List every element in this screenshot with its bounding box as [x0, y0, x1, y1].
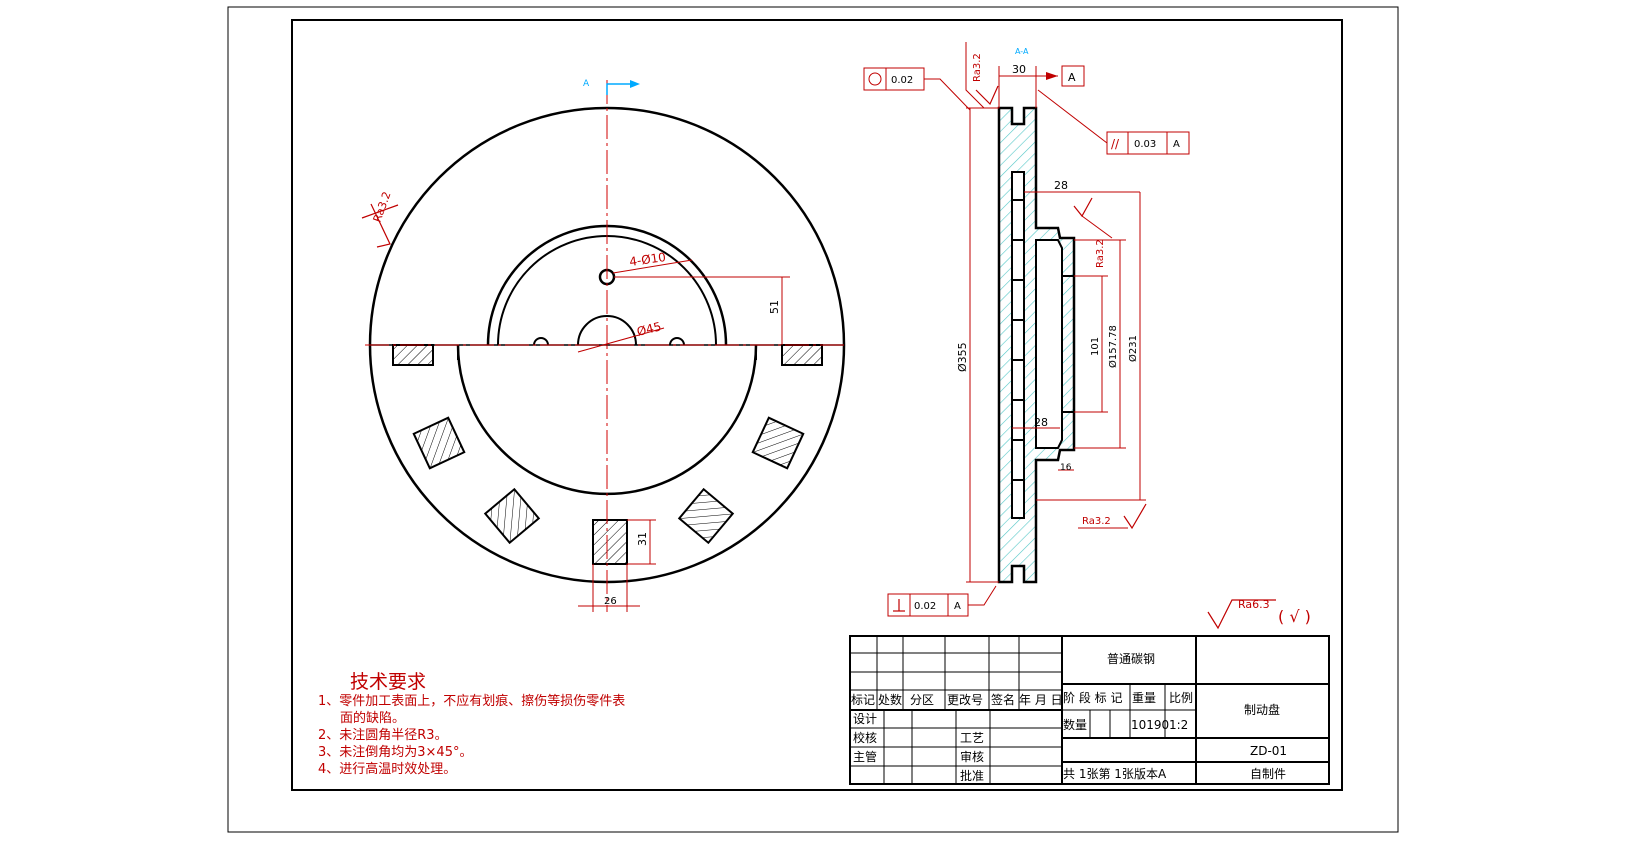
roughness-top-label: Ra3.2	[972, 53, 983, 82]
dim-30-arrow	[1046, 72, 1058, 80]
side-view: A-A 30 A Ra3.2	[863, 42, 1311, 630]
tb-version: 版本A	[1134, 767, 1167, 781]
vent-bottom	[592, 519, 628, 565]
tb-process: 工艺	[960, 731, 984, 745]
tech-item-4: 4、进行高温时效处理。	[318, 761, 456, 777]
title-block-text: 普通碳钢 标记 处数 分区 更改号 签名 年 月 日 设计 校核 主管 工艺 审…	[851, 652, 1287, 783]
section-marker-arrow	[606, 83, 630, 95]
dim-31: 31	[636, 532, 649, 546]
vent-rotated-3	[677, 487, 735, 545]
vent-rotated-1	[412, 416, 466, 470]
perpendicular-icon	[893, 599, 905, 612]
section-marker-label: A	[583, 79, 590, 89]
vent-right-half	[781, 344, 823, 366]
fcf-perp-datum: A	[954, 601, 961, 612]
vent-channel	[1011, 171, 1025, 519]
bolt-hole-right	[669, 337, 685, 346]
tb-part-name: 制动盘	[1244, 702, 1280, 717]
vent-left-half	[392, 344, 434, 366]
roughness-mid-label: Ra3.2	[1095, 239, 1106, 268]
center-bore	[577, 315, 637, 346]
tb-scale-header: 比例	[1169, 691, 1193, 705]
tb-design: 设计	[853, 712, 877, 726]
fcf-roundness-value: 0.02	[891, 75, 913, 86]
bore-leader	[577, 327, 665, 353]
tb-rev-date: 年 月 日	[1019, 693, 1063, 707]
tb-material: 普通碳钢	[1107, 652, 1155, 666]
dim-16: 16	[1060, 463, 1072, 473]
tb-approve: 批准	[960, 768, 984, 783]
front-view: A Ra3.2 4-Ø10 Ø45 51 31 26	[361, 79, 848, 612]
fcf-parallel-leader	[1037, 89, 1108, 144]
roughness-bottom-label: Ra3.2	[1082, 516, 1111, 527]
section-marker-arrowhead	[630, 80, 640, 88]
outer-border	[227, 6, 1399, 833]
roughness-top-leader	[965, 42, 985, 109]
fcf-roundness-leader	[924, 78, 971, 111]
roughness-front-label: Ra3.2	[371, 190, 394, 224]
dim-355: Ø355	[956, 342, 969, 372]
datum-box	[1061, 65, 1085, 87]
tb-scale-value: 1:2	[1169, 718, 1188, 732]
tb-qty: 数量	[1063, 717, 1087, 732]
tb-review: 审核	[960, 749, 984, 764]
inner-cavity	[1035, 239, 1063, 449]
roughness-top-symbol	[975, 85, 999, 106]
dim-26: 26	[604, 596, 617, 607]
fcf-parallel-datum: A	[1173, 139, 1180, 150]
roughness-mid-leader	[1081, 215, 1113, 239]
roughness-symbol-front: Ra3.2	[361, 190, 399, 248]
parallel-icon: //	[1111, 137, 1120, 151]
tb-stage-header: 阶 段 标 记	[1063, 690, 1122, 705]
roughness-mid-symbol	[1073, 197, 1093, 218]
title-block	[849, 635, 1330, 785]
dim-28-top: 28	[1054, 179, 1068, 192]
bore-dim: Ø45	[635, 319, 662, 339]
roundness-icon	[868, 72, 882, 86]
tech-item-1b: 面的缺陷。	[340, 710, 405, 726]
fcf-perp-value: 0.02	[914, 601, 936, 612]
tb-rev-count: 处数	[878, 692, 902, 707]
tb-drawing-no: ZD-01	[1250, 744, 1287, 758]
dim-30: 30	[1012, 63, 1026, 76]
dim-51: 51	[768, 300, 781, 314]
general-roughness-symbol	[1207, 599, 1276, 630]
tb-rev-mark: 标记	[851, 693, 875, 707]
tb-source: 自制件	[1250, 767, 1286, 781]
holes-note: 4-Ø10	[628, 250, 666, 269]
fcf-parallel-value: 0.03	[1134, 139, 1156, 150]
section-view-label: A-A	[1015, 47, 1029, 56]
roughness-bottom-symbol	[1123, 503, 1147, 530]
tb-weight-value: 10190	[1131, 718, 1169, 732]
tech-item-1: 1、零件加工表面上，不应有划痕、擦伤等损伤零件表	[318, 693, 625, 709]
vent-rotated-2	[483, 487, 541, 545]
tb-weight-header: 重量	[1132, 691, 1156, 705]
tech-requirements: 技术要求 1、零件加工表面上，不应有划痕、擦伤等损伤零件表 面的缺陷。 2、未注…	[318, 671, 625, 777]
tech-title: 技术要求	[350, 671, 426, 693]
vent-rotated-4	[751, 416, 805, 470]
dim-28-mid: 28	[1034, 416, 1048, 429]
tb-chief: 主管	[853, 749, 877, 764]
dim-101: 101	[1090, 337, 1101, 356]
datum-label: A	[1068, 71, 1076, 84]
dim-157: Ø157.78	[1107, 325, 1119, 368]
tb-rev-sign: 签名	[991, 692, 1015, 707]
bolt-hole-left	[533, 337, 549, 346]
vent-ribs	[1012, 199, 1024, 481]
holes-leader	[612, 259, 693, 274]
dim-231: Ø231	[1127, 335, 1139, 362]
fcf-perp-leader	[968, 585, 997, 606]
tech-item-3: 3、未注倒角均为3×45°。	[318, 745, 472, 760]
tb-rev-no: 更改号	[947, 693, 983, 707]
inner-border	[291, 19, 1343, 791]
tb-rev-zone: 分区	[910, 693, 934, 707]
tb-sheets: 共 1张第 1张	[1063, 767, 1134, 781]
general-roughness: Ra6.3	[1238, 598, 1270, 611]
tb-check: 校核	[853, 730, 877, 745]
general-roughness-note: ( √ )	[1278, 607, 1311, 626]
tech-item-2: 2、未注圆角半径R3。	[318, 728, 448, 743]
